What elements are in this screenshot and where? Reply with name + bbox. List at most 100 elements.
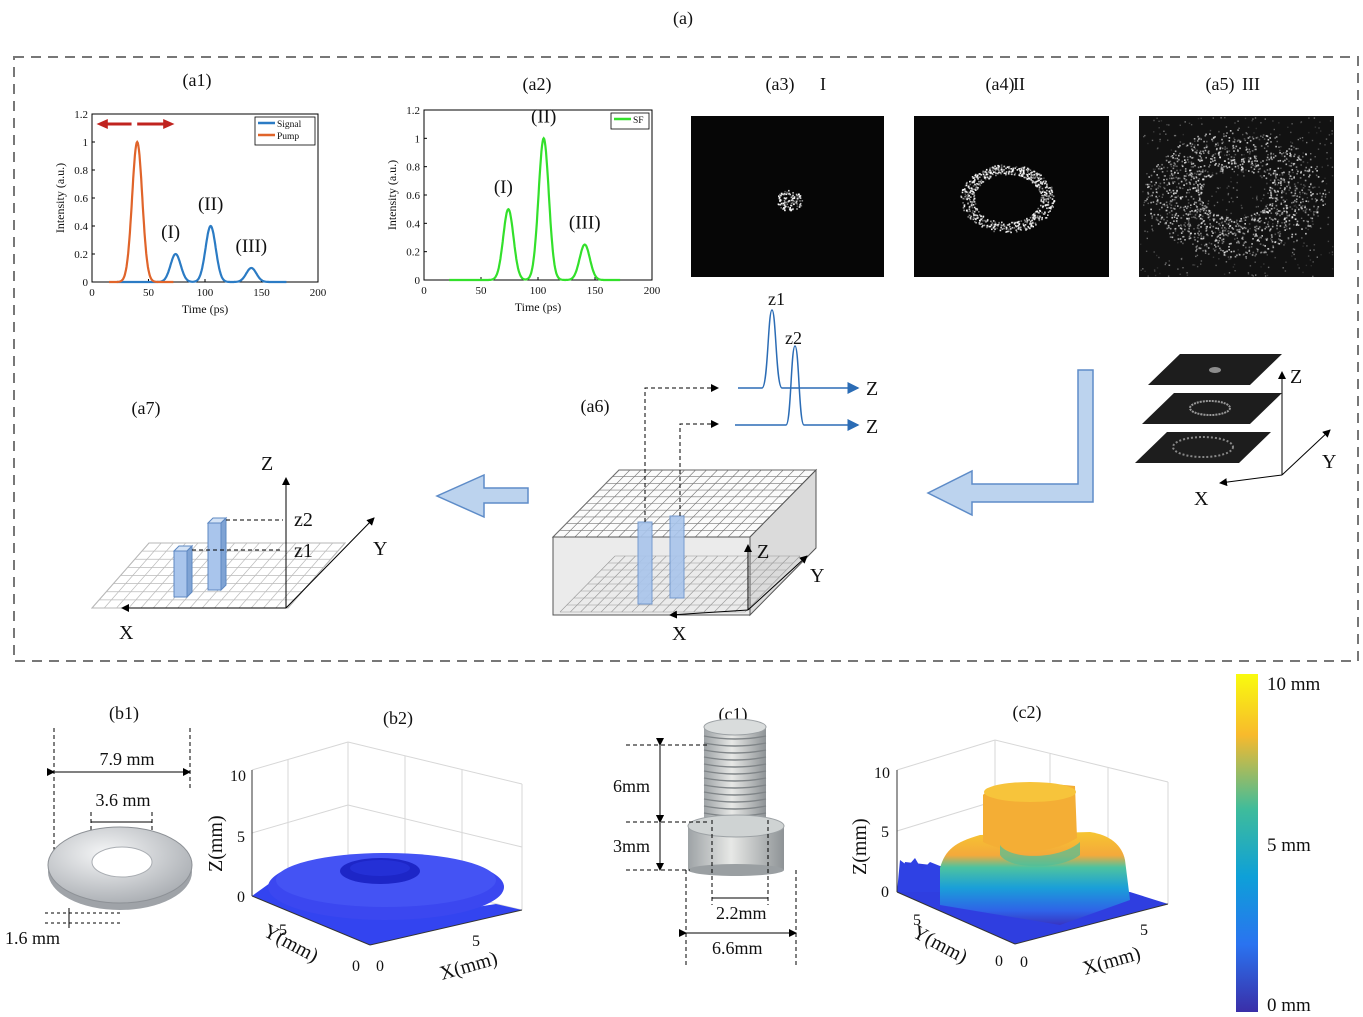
speckle-dot (1184, 228, 1186, 231)
speckle-dot (972, 180, 975, 182)
speckle-dot (789, 199, 791, 202)
speckle-dot (1030, 222, 1032, 224)
speckle-dot (788, 192, 791, 195)
speckle-dot (1042, 205, 1044, 208)
speckle-noise (1282, 267, 1284, 269)
speckle-noise (1331, 251, 1334, 253)
speckle-dot (1173, 192, 1176, 194)
speckle-noise (1166, 166, 1169, 169)
speckle-dot (994, 168, 996, 170)
speckle-dot (792, 194, 794, 197)
speckle-dot (1222, 250, 1224, 252)
speckle-dot (1017, 228, 1020, 230)
speckle-dot (1203, 183, 1205, 186)
speckle-dot (1202, 185, 1204, 188)
speckle-dot (1260, 135, 1262, 137)
speckle-dot (1273, 179, 1276, 181)
z1-label: z1 (768, 289, 785, 309)
speckle-dot (1045, 193, 1048, 195)
speckle-dot (1172, 167, 1175, 170)
speckle-dot (1272, 202, 1274, 205)
speckle-noise (1222, 199, 1224, 201)
speckle-dot (1281, 211, 1284, 214)
speckle-noise (1247, 272, 1250, 274)
speckle-noise (1270, 238, 1272, 240)
speckle-dot (1167, 155, 1169, 158)
speckle-dot (1178, 225, 1180, 227)
b2-yt-0: 0 (352, 958, 360, 975)
speckle-dot (1163, 187, 1166, 190)
speckle-dot (1227, 161, 1230, 164)
speckle-dot (795, 202, 797, 204)
speckle-dot (998, 171, 1000, 174)
speckle-noise (1280, 242, 1282, 244)
speckle-dot (1051, 190, 1053, 192)
speckle-noise (1247, 273, 1250, 275)
speckle-dot (1036, 172, 1038, 175)
speckle-dot (1181, 165, 1184, 168)
speckle-dot (1175, 176, 1177, 179)
b2-zt-10: 10 (230, 768, 246, 785)
speckle-dot (1189, 232, 1192, 235)
speckle-noise (1255, 146, 1257, 148)
speckle-dot (1267, 223, 1269, 226)
speckle-dot (1213, 218, 1216, 220)
speckle-dot (799, 204, 801, 206)
speckle-dot (1281, 222, 1283, 224)
speckle-dot (1255, 253, 1257, 256)
speckle-dot (1172, 181, 1174, 183)
speckle-noise (1176, 221, 1178, 224)
speckle-dot (1022, 223, 1025, 225)
speckle-dot (1286, 153, 1288, 155)
speckle-dot (1261, 229, 1263, 231)
speckle-noise (1232, 200, 1234, 203)
speckle-dot (1243, 217, 1245, 219)
speckle-dot (1251, 217, 1254, 220)
speckle-dot (1295, 224, 1298, 226)
speckle-dot (1049, 210, 1051, 212)
speckle-dot (1169, 174, 1171, 177)
speckle-dot (1310, 226, 1313, 228)
speckle-dot (1158, 185, 1160, 187)
speckle-dot (1286, 207, 1288, 210)
speckle-noise (1286, 199, 1288, 201)
speckle-dot (1195, 180, 1197, 183)
speckle-dot (1159, 221, 1162, 223)
speckle-dot (1196, 227, 1199, 229)
speckle-dot (1166, 220, 1169, 222)
b2-x-label: X(mm) (437, 947, 500, 984)
speckle-dot (1247, 230, 1249, 233)
speckle-dot (777, 203, 780, 205)
speckle-noise (1174, 230, 1177, 232)
speckle-dot (1204, 149, 1207, 152)
speckle-dot (1218, 163, 1220, 165)
speckle-dot (1288, 214, 1291, 216)
speckle-dot (969, 210, 971, 213)
speckle-dot (1183, 155, 1186, 158)
speckle-dot (1181, 230, 1184, 233)
speckle-dot (1246, 151, 1249, 153)
speckle-noise (1264, 275, 1267, 277)
speckle-dot (1187, 212, 1190, 215)
speckle-dot (1187, 189, 1189, 191)
speckle-dot (1189, 169, 1191, 172)
speckle-dot (1261, 235, 1263, 237)
speckle-dot (975, 176, 977, 179)
speckle-dot (1180, 232, 1183, 234)
c2-xt-0: 0 (1020, 954, 1028, 971)
speckle-noise (1281, 155, 1283, 157)
speckle-dot (1239, 147, 1241, 150)
speckle-noise (1270, 190, 1272, 192)
speckle-dot (1277, 220, 1279, 223)
speckle-dot (1296, 220, 1299, 223)
speckle-dot (1231, 168, 1234, 170)
speckle-dot (1284, 187, 1286, 189)
speckle-dot (1313, 211, 1315, 213)
speckle-dot (1046, 186, 1048, 188)
speckle-dot (1033, 217, 1035, 220)
speckle-dot (1022, 174, 1024, 176)
speckle-dot (1248, 160, 1250, 163)
speckle-dot (1157, 187, 1159, 189)
speckle-dot (1197, 188, 1200, 190)
speckle-noise (1164, 263, 1166, 266)
